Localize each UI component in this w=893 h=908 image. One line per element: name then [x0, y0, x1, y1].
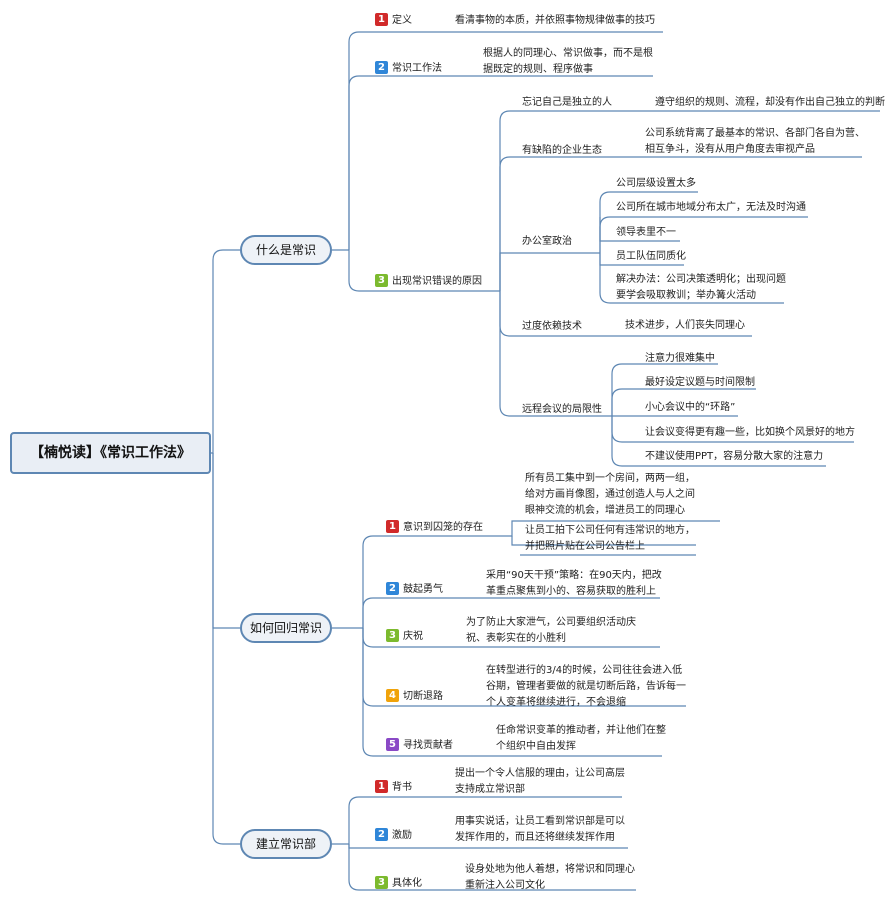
item-label: 出现常识错误的原因 — [392, 276, 482, 287]
leaf-line: 重新注入公司文化 — [465, 880, 545, 891]
item-label: 激励 — [392, 830, 412, 841]
leaf-line: 发挥作用的，而且还将继续发挥作用 — [455, 832, 615, 843]
item-endorsement[interactable]: 1 背书 — [375, 779, 412, 796]
leaf-line: 祝、表彰实在的小胜利 — [466, 633, 566, 644]
item-label: 鼓起勇气 — [403, 584, 443, 595]
branch-return-to-common-sense[interactable]: 如何回归常识 — [240, 613, 332, 643]
leaf-line: 革重点聚焦到小的、容易获取的胜利上 — [486, 586, 656, 597]
leaf-hard-to-focus[interactable]: 注意力很难集中 — [645, 353, 715, 364]
leaf-follow-rules[interactable]: 遵守组织的规则、流程，却没有作出自己独立的判断 — [655, 97, 885, 108]
item-concretize[interactable]: 3 具体化 — [375, 875, 422, 892]
leaf-line: 所有员工集中到一个房间，两两一组， — [525, 473, 695, 484]
leaf-90-day[interactable]: 采用“90天干预”策略：在90天内，把改 革重点聚焦到小的、容易获取的胜利上 — [486, 568, 662, 600]
priority-1-icon: 1 — [386, 519, 399, 533]
leaf-line: 据既定的规则、程序做事 — [483, 64, 593, 75]
branch-what-is-common-sense[interactable]: 什么是常识 — [240, 235, 332, 265]
leaf-wide-distribution[interactable]: 公司所在城市地域分布太广，无法及时沟通 — [616, 202, 806, 213]
leaf-line: 用事实说话，让员工看到常识部是可以 — [455, 816, 625, 827]
leaf-line: 让员工拍下公司任何有违常识的地方， — [525, 525, 695, 536]
leaf-set-agenda[interactable]: 最好设定议题与时间限制 — [645, 377, 755, 388]
item-label: 寻找贡献者 — [403, 740, 453, 751]
leaf-line: 采用“90天干预”策略：在90天内，把改 — [486, 570, 662, 581]
leaf-photo-board[interactable]: 让员工拍下公司任何有违常识的地方， 并把照片贴在公司公告栏上 — [525, 523, 695, 555]
leaf-make-fun[interactable]: 让会议变得更有趣一些，比如换个风景好的地方 — [645, 427, 855, 438]
item-courage[interactable]: 2 鼓起勇气 — [386, 581, 443, 598]
leaf-ecosystem[interactable]: 公司系统背离了最基本的常识、各部门各自为营、 相互争斗，没有从用户角度去审视产品 — [645, 126, 865, 158]
sub-office-politics[interactable]: 办公室政治 — [522, 236, 572, 247]
leaf-homogeneous-staff[interactable]: 员工队伍同质化 — [616, 251, 686, 262]
item-motivation[interactable]: 2 激励 — [375, 827, 412, 844]
priority-3-icon: 3 — [375, 273, 388, 287]
item-label: 背书 — [392, 782, 412, 793]
item-error-causes[interactable]: 3 出现常识错误的原因 — [375, 273, 482, 290]
leaf-endorsement[interactable]: 提出一个令人信服的理由，让公司高层 支持成立常识部 — [455, 766, 625, 798]
leaf-cut-retreat[interactable]: 在转型进行的3/4的时候，公司往往会进入低 谷期，管理者要做的就是切断后路，告诉… — [486, 663, 686, 711]
leaf-line: 个组织中自由发挥 — [496, 741, 576, 752]
leaf-line: 并把照片贴在公司公告栏上 — [525, 541, 645, 552]
leaf-solution[interactable]: 解决办法：公司决策透明化；出现问题 要学会吸取教训；举办篝火活动 — [616, 272, 786, 304]
leaf-motivation[interactable]: 用事实说话，让员工看到常识部是可以 发挥作用的，而且还将继续发挥作用 — [455, 814, 625, 846]
root-topic[interactable]: 【楠悦读】《常识工作法》 — [10, 432, 211, 474]
leaf-line: 提出一个令人信服的理由，让公司高层 — [455, 768, 625, 779]
priority-2-icon: 2 — [375, 827, 388, 841]
item-label: 常识工作法 — [392, 63, 442, 74]
leaf-inconsistent-leaders[interactable]: 领导表里不一 — [616, 227, 676, 238]
priority-3-icon: 3 — [375, 875, 388, 889]
item-celebrate[interactable]: 3 庆祝 — [386, 628, 423, 645]
priority-2-icon: 2 — [375, 60, 388, 74]
sub-remote-meeting[interactable]: 远程会议的局限性 — [522, 404, 602, 415]
leaf-line: 根据人的同理心、常识做事，而不是根 — [483, 48, 653, 59]
leaf-line: 设身处地为他人着想，将常识和同理心 — [465, 864, 635, 875]
item-label: 意识到囚笼的存在 — [403, 522, 483, 533]
item-find-contributors[interactable]: 5 寻找贡献者 — [386, 737, 453, 754]
priority-2-icon: 2 — [386, 581, 399, 595]
leaf-line: 谷期，管理者要做的就是切断后路，告诉每一 — [486, 681, 686, 692]
item-label: 切断退路 — [403, 691, 443, 702]
item-realize-cage[interactable]: 1 意识到囚笼的存在 — [386, 519, 483, 536]
item-label: 庆祝 — [403, 631, 423, 642]
leaf-contributors[interactable]: 任命常识变革的推动者，并让他们在整 个组织中自由发挥 — [496, 723, 666, 755]
priority-5-icon: 5 — [386, 737, 399, 751]
item-definition[interactable]: 1 定义 — [375, 12, 412, 29]
item-cut-retreat[interactable]: 4 切断退路 — [386, 688, 443, 705]
leaf-line: 在转型进行的3/4的时候，公司往往会进入低 — [486, 665, 683, 676]
leaf-concretize[interactable]: 设身处地为他人着想，将常识和同理心 重新注入公司文化 — [465, 862, 635, 894]
leaf-method[interactable]: 根据人的同理心、常识做事，而不是根 据既定的规则、程序做事 — [483, 46, 653, 78]
leaf-definition[interactable]: 看清事物的本质，并依照事物规律做事的技巧 — [455, 15, 655, 26]
item-label: 定义 — [392, 15, 412, 26]
leaf-line: 要学会吸取教训；举办篝火活动 — [616, 290, 756, 301]
leaf-line: 公司系统背离了最基本的常识、各部门各自为营、 — [645, 128, 865, 139]
leaf-line: 相互争斗，没有从用户角度去审视产品 — [645, 144, 815, 155]
leaf-beware-loops[interactable]: 小心会议中的“环路” — [645, 402, 736, 413]
priority-1-icon: 1 — [375, 779, 388, 793]
leaf-line: 支持成立常识部 — [455, 784, 525, 795]
leaf-tech-progress[interactable]: 技术进步，人们丧失同理心 — [625, 320, 745, 331]
leaf-line: 眼神交流的机会，增进员工的同理心 — [525, 505, 685, 516]
sub-tech-reliance[interactable]: 过度依赖技术 — [522, 321, 582, 332]
priority-3-icon: 3 — [386, 628, 399, 642]
leaf-line: 个人变革将继续进行，不会退缩 — [486, 697, 626, 708]
leaf-too-many-levels[interactable]: 公司层级设置太多 — [616, 178, 696, 189]
priority-4-icon: 4 — [386, 688, 399, 702]
item-label: 具体化 — [392, 878, 422, 889]
leaf-celebrate[interactable]: 为了防止大家泄气，公司要组织活动庆 祝、表彰实在的小胜利 — [466, 615, 636, 647]
priority-1-icon: 1 — [375, 12, 388, 26]
leaf-line: 为了防止大家泄气，公司要组织活动庆 — [466, 617, 636, 628]
sub-forget-independent[interactable]: 忘记自己是独立的人 — [522, 97, 612, 108]
item-common-sense-method[interactable]: 2 常识工作法 — [375, 60, 442, 77]
sub-flawed-ecosystem[interactable]: 有缺陷的企业生态 — [522, 145, 602, 156]
leaf-no-ppt[interactable]: 不建议使用PPT，容易分散大家的注意力 — [645, 451, 824, 462]
leaf-portrait-exercise[interactable]: 所有员工集中到一个房间，两两一组， 给对方画肖像图，通过创造人与人之间 眼神交流… — [525, 471, 695, 519]
leaf-line: 解决办法：公司决策透明化；出现问题 — [616, 274, 786, 285]
branch-build-common-sense-dept[interactable]: 建立常识部 — [240, 829, 332, 859]
leaf-line: 给对方画肖像图，通过创造人与人之间 — [525, 489, 695, 500]
leaf-line: 任命常识变革的推动者，并让他们在整 — [496, 725, 666, 736]
